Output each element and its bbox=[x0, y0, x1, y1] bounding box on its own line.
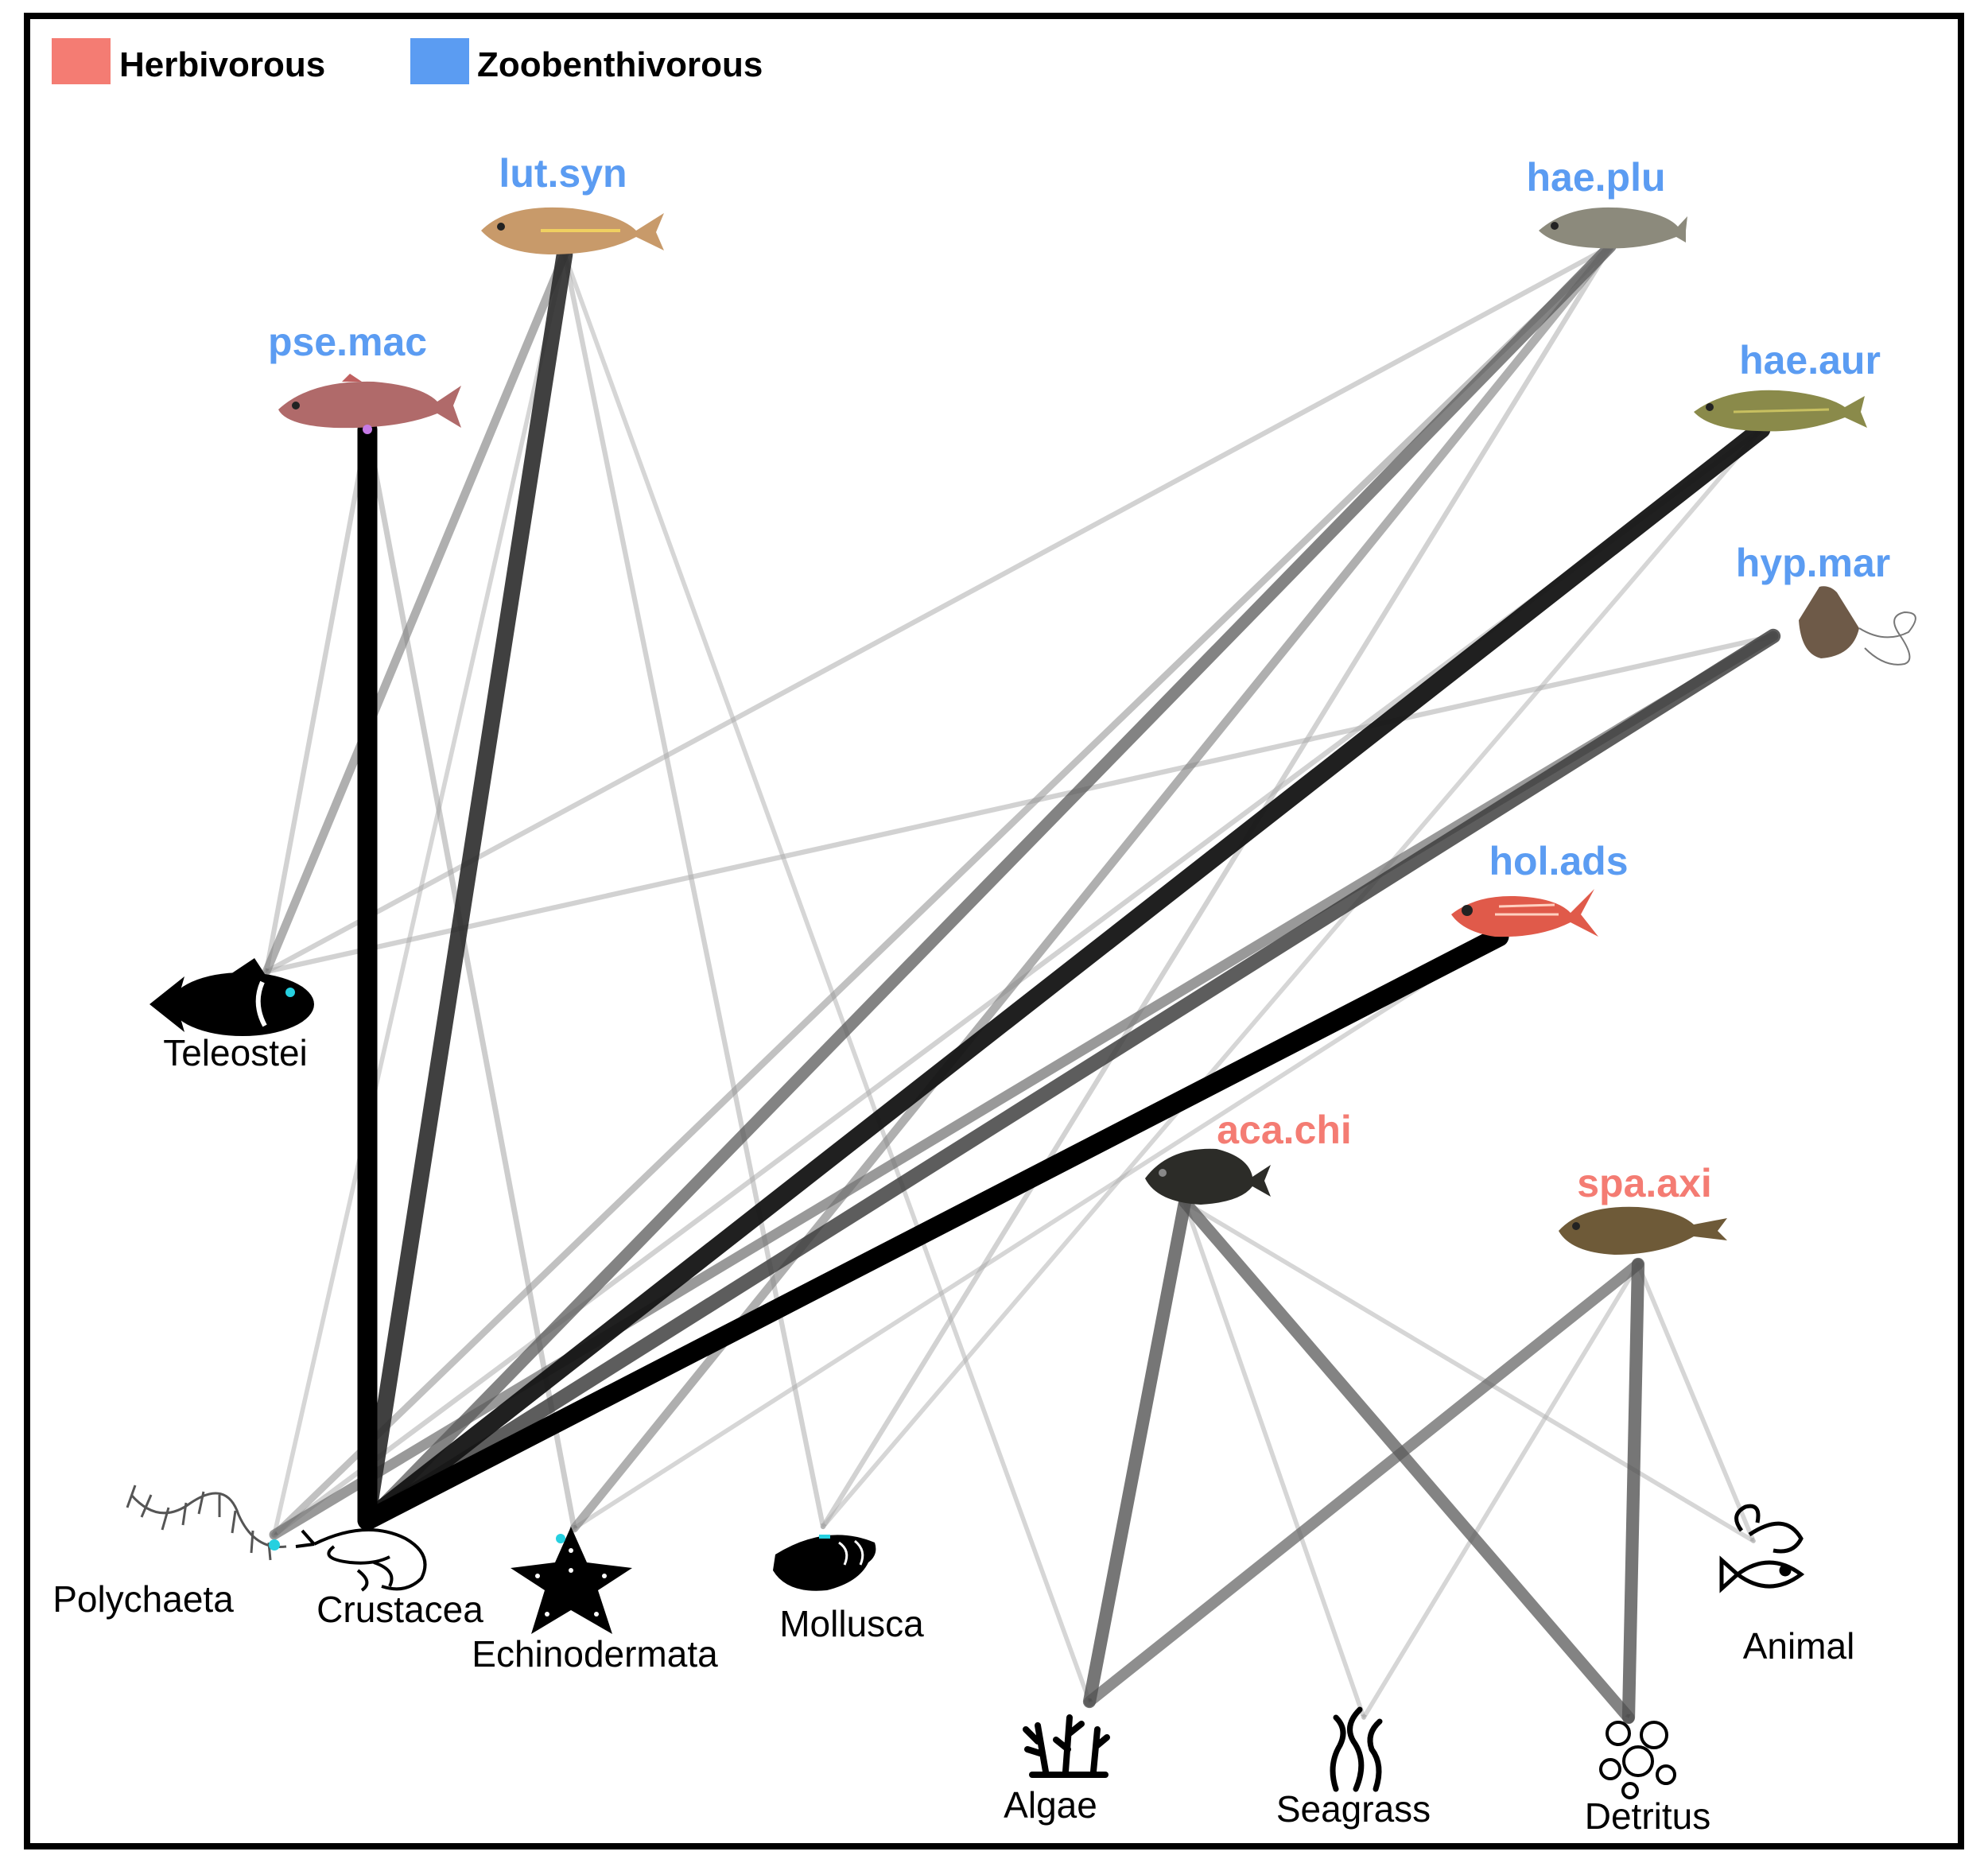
squirrelfish-icon bbox=[1451, 889, 1598, 937]
predator-node-hae-plu: hae.plu bbox=[1526, 155, 1687, 249]
predator-node-spa-axi: spa.axi bbox=[1559, 1161, 1727, 1255]
worm-icon bbox=[126, 1485, 287, 1561]
link-lut-syn-to-polychaeta bbox=[272, 252, 567, 1537]
parrotfish-icon bbox=[1559, 1206, 1727, 1255]
prey-node-animal: Animal bbox=[1719, 1504, 1855, 1667]
link-hae-plu-to-mollusca bbox=[820, 243, 1613, 1530]
fish-silhouette-icon bbox=[149, 958, 314, 1036]
predator-node-pse-mac: pse.mac bbox=[268, 320, 461, 434]
link-hol-ads-to-crustacea bbox=[357, 926, 1509, 1531]
prey-node-polychaeta: Polychaeta bbox=[52, 1485, 287, 1620]
predator-node-lut-syn: lut.syn bbox=[481, 151, 664, 254]
predator-label-hol-ads: hol.ads bbox=[1489, 839, 1628, 883]
predator-node-aca-chi: aca.chi bbox=[1145, 1108, 1352, 1205]
shell-icon bbox=[773, 1535, 876, 1591]
snapper-fish-icon bbox=[481, 207, 664, 254]
link-aca-chi-to-algae bbox=[1082, 1195, 1192, 1709]
link-spa-axi-to-detritus bbox=[1621, 1257, 1645, 1725]
prey-node-echinodermata: Echinodermata bbox=[472, 1527, 718, 1675]
link-hae-aur-to-crustacea bbox=[358, 420, 1771, 1530]
predator-label-aca-chi: aca.chi bbox=[1217, 1108, 1352, 1152]
prey-node-teleostei: Teleostei bbox=[149, 958, 314, 1073]
link-lut-syn-to-teleostei bbox=[262, 250, 569, 976]
prey-label-algae: Algae bbox=[1004, 1784, 1097, 1826]
predator-label-pse-mac: pse.mac bbox=[268, 320, 427, 364]
seagrass-icon bbox=[1330, 1706, 1383, 1792]
legend: Herbivorous Zoobenthivorous bbox=[52, 38, 763, 84]
algae-icon bbox=[1023, 1714, 1110, 1778]
link-aca-chi-to-animal bbox=[1182, 1200, 1756, 1543]
prey-label-echinodermata: Echinodermata bbox=[472, 1633, 718, 1675]
link-hae-aur-to-mollusca bbox=[821, 427, 1764, 1529]
prey-node-crustacea: Crustacea bbox=[295, 1528, 483, 1630]
prey-label-mollusca: Mollusca bbox=[779, 1603, 924, 1644]
link-hae-plu-to-polychaeta bbox=[270, 243, 1614, 1539]
prey-label-teleostei: Teleostei bbox=[163, 1032, 308, 1073]
link-spa-axi-to-seagrass bbox=[1361, 1262, 1640, 1720]
prey-node-mollusca: Mollusca bbox=[773, 1535, 924, 1644]
predator-label-spa-axi: spa.axi bbox=[1577, 1161, 1712, 1205]
link-hyp-mar-to-crustacea bbox=[359, 628, 1781, 1528]
predator-node-hae-aur: hae.aur bbox=[1694, 338, 1881, 432]
diagram-frame bbox=[24, 13, 1964, 1849]
grunt-fish-icon bbox=[1694, 390, 1867, 432]
link-pse-mac-to-teleostei bbox=[263, 426, 371, 975]
link-aca-chi-to-seagrass bbox=[1182, 1200, 1366, 1720]
predator-label-hae-aur: hae.aur bbox=[1739, 338, 1881, 382]
prey-node-detritus: Detritus bbox=[1585, 1721, 1710, 1837]
legend-swatch-herbivorous bbox=[52, 38, 111, 84]
detritus-icon bbox=[1599, 1721, 1676, 1799]
link-hae-plu-to-teleostei bbox=[263, 243, 1613, 975]
prey-label-detritus: Detritus bbox=[1585, 1795, 1710, 1837]
legend-label-herbivorous: Herbivorous bbox=[119, 45, 325, 84]
prey-node-seagrass: Seagrass bbox=[1276, 1706, 1431, 1830]
surgeonfish-icon bbox=[1145, 1148, 1271, 1205]
link-hol-ads-to-echinodermata bbox=[572, 934, 1501, 1531]
link-spa-axi-to-algae bbox=[1084, 1259, 1644, 1707]
legend-label-zoobenthivorous: Zoobenthivorous bbox=[477, 45, 763, 84]
starfish-icon bbox=[511, 1527, 632, 1634]
link-lut-syn-to-algae bbox=[562, 252, 1092, 1704]
stingray-icon bbox=[1799, 586, 1916, 666]
prey-label-seagrass: Seagrass bbox=[1276, 1788, 1431, 1830]
link-hyp-mar-to-teleostei bbox=[263, 633, 1776, 975]
predator-label-hyp-mar: hyp.mar bbox=[1736, 541, 1891, 585]
predator-node-hyp-mar: hyp.mar bbox=[1736, 541, 1916, 666]
trophic-links bbox=[262, 240, 1781, 1725]
prey-label-animal: Animal bbox=[1743, 1625, 1855, 1667]
legend-swatch-zoobenthivorous bbox=[410, 38, 469, 84]
link-hae-plu-to-crustacea bbox=[361, 240, 1617, 1527]
prey-label-crustacea: Crustacea bbox=[316, 1589, 483, 1630]
shrimp-icon bbox=[295, 1528, 427, 1592]
grunt-fish-icon bbox=[1539, 207, 1687, 249]
animal-food-icon bbox=[1719, 1504, 1805, 1593]
link-spa-axi-to-animal bbox=[1636, 1262, 1756, 1543]
link-lut-syn-to-crustacea bbox=[359, 246, 573, 1529]
prey-label-polychaeta: Polychaeta bbox=[52, 1578, 234, 1620]
goatfish-icon bbox=[278, 374, 461, 434]
predator-label-lut-syn: lut.syn bbox=[499, 151, 627, 196]
link-aca-chi-to-detritus bbox=[1178, 1196, 1635, 1724]
predator-label-hae-plu: hae.plu bbox=[1526, 155, 1665, 200]
predator-node-hol-ads: hol.ads bbox=[1451, 839, 1629, 937]
prey-node-algae: Algae bbox=[1004, 1714, 1110, 1826]
